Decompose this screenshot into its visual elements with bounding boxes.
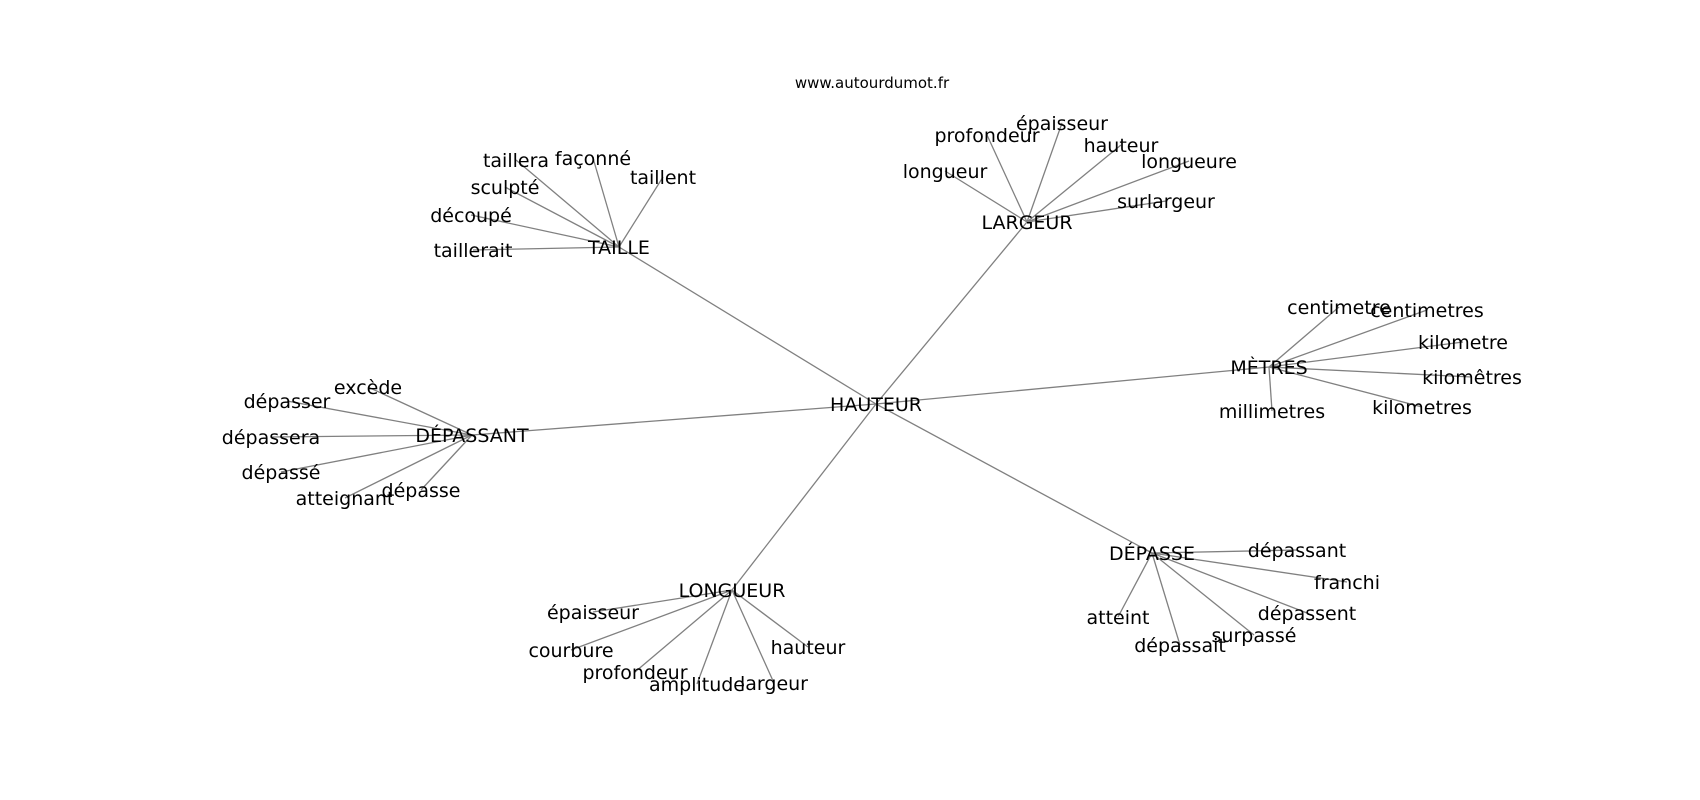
edge-cluster-to-word bbox=[1268, 366, 1473, 378]
edge-center-to-cluster bbox=[471, 403, 877, 436]
word-node[interactable]: dépassant bbox=[1248, 540, 1346, 562]
word-node[interactable]: kilomêtres bbox=[1422, 367, 1522, 389]
edge-center-to-cluster bbox=[875, 403, 1153, 554]
edge-cluster-to-word bbox=[1151, 549, 1298, 554]
edge-cluster-to-word bbox=[1117, 552, 1153, 618]
edge-cluster-to-word bbox=[420, 434, 473, 491]
edge-cluster-to-word bbox=[286, 400, 473, 436]
word-node[interactable]: millimetres bbox=[1219, 401, 1325, 423]
cluster-node[interactable]: MÈTRES bbox=[1230, 356, 1307, 379]
word-node[interactable]: courbure bbox=[528, 640, 613, 662]
edge-cluster-to-word bbox=[344, 434, 473, 499]
word-node[interactable]: centimetres bbox=[1370, 300, 1484, 322]
edge-cluster-to-word bbox=[515, 159, 620, 248]
word-node[interactable]: excède bbox=[334, 377, 402, 399]
word-node[interactable]: taillera bbox=[483, 150, 549, 172]
word-node[interactable]: dépasse bbox=[382, 480, 461, 502]
edges bbox=[270, 122, 1473, 685]
edge-cluster-to-word bbox=[1268, 309, 1428, 368]
cluster-node[interactable]: TAILLE bbox=[587, 237, 650, 259]
edge-cluster-to-word bbox=[1026, 160, 1190, 223]
edge-cluster-to-word bbox=[1151, 552, 1308, 614]
edge-cluster-to-word bbox=[1268, 341, 1464, 368]
word-node[interactable]: atteignant bbox=[296, 488, 395, 510]
word-node[interactable]: sculpté bbox=[471, 177, 540, 199]
edge-cluster-to-word bbox=[696, 589, 733, 685]
center-node[interactable]: HAUTEUR bbox=[830, 394, 922, 416]
word-node[interactable]: taillerait bbox=[434, 240, 513, 262]
word-node[interactable]: dépassé bbox=[242, 462, 321, 484]
cluster-node[interactable]: DÉPASSANT bbox=[415, 424, 529, 447]
word-node[interactable]: kilometre bbox=[1418, 332, 1508, 354]
cluster-node[interactable]: DÉPASSE bbox=[1109, 542, 1195, 565]
edge-cluster-to-word bbox=[367, 386, 473, 436]
edge-cluster-to-word bbox=[944, 170, 1028, 223]
word-node[interactable]: centimetre bbox=[1287, 297, 1391, 319]
edge-center-to-cluster bbox=[875, 366, 1270, 405]
word-node[interactable]: dépassera bbox=[222, 427, 320, 449]
word-node[interactable]: hauteur bbox=[1084, 135, 1159, 157]
edge-cluster-to-word bbox=[1151, 552, 1181, 646]
word-node[interactable]: façonné bbox=[555, 148, 631, 170]
site-url[interactable]: www.autourdumot.fr bbox=[795, 74, 950, 92]
word-node[interactable]: surlargeur bbox=[1117, 191, 1215, 213]
edge-cluster-to-word bbox=[1026, 144, 1122, 223]
word-node[interactable]: dépasser bbox=[244, 391, 331, 413]
edge-cluster-to-word bbox=[634, 589, 733, 673]
word-node[interactable]: dépassent bbox=[1258, 603, 1356, 625]
labels: www.autourdumot.fr HAUTEUR TAILLE taillera… bbox=[222, 74, 1522, 696]
edge-cluster-to-word bbox=[1268, 366, 1273, 412]
word-node[interactable]: atteint bbox=[1086, 607, 1149, 629]
word-node[interactable]: largeur bbox=[740, 673, 808, 695]
cluster-node[interactable]: LONGUEUR bbox=[679, 580, 786, 602]
edge-cluster-to-word bbox=[270, 434, 473, 438]
word-node[interactable]: dépassait bbox=[1134, 635, 1226, 657]
edge-cluster-to-word bbox=[470, 214, 620, 248]
word-node[interactable]: profondeur bbox=[582, 662, 687, 684]
edge-cluster-to-word bbox=[1026, 122, 1063, 223]
edge-cluster-to-word bbox=[1151, 552, 1255, 636]
edge-cluster-to-word bbox=[592, 589, 733, 613]
word-node[interactable]: taillent bbox=[630, 167, 696, 189]
word-node[interactable]: amplitude bbox=[649, 674, 745, 696]
word-node[interactable]: longueure bbox=[1141, 151, 1237, 173]
edge-cluster-to-word bbox=[618, 176, 664, 248]
cluster-node[interactable]: LARGEUR bbox=[981, 212, 1072, 234]
word-node[interactable]: surpassé bbox=[1212, 625, 1297, 647]
word-node[interactable]: épaisseur bbox=[1016, 113, 1108, 135]
word-node[interactable]: découpé bbox=[430, 205, 512, 227]
word-node[interactable]: profondeur bbox=[934, 125, 1039, 147]
edge-center-to-cluster bbox=[731, 403, 877, 591]
edge-cluster-to-word bbox=[472, 246, 620, 251]
edge-cluster-to-word bbox=[986, 134, 1028, 223]
word-node[interactable]: kilometres bbox=[1372, 397, 1472, 419]
edge-cluster-to-word bbox=[1268, 306, 1340, 368]
edge-center-to-cluster bbox=[618, 246, 877, 405]
edge-cluster-to-word bbox=[731, 589, 775, 684]
edge-cluster-to-word bbox=[280, 434, 473, 473]
word-node[interactable]: franchi bbox=[1314, 572, 1380, 594]
word-node[interactable]: longueur bbox=[903, 161, 988, 183]
edge-cluster-to-word bbox=[1026, 200, 1167, 223]
edge-cluster-to-word bbox=[731, 589, 809, 648]
edge-cluster-to-word bbox=[592, 157, 620, 248]
edge-center-to-cluster bbox=[875, 221, 1028, 405]
word-node[interactable]: hauteur bbox=[771, 637, 846, 659]
word-node[interactable]: épaisseur bbox=[547, 602, 639, 624]
edge-cluster-to-word bbox=[1151, 552, 1348, 583]
edge-cluster-to-word bbox=[570, 589, 733, 651]
edge-cluster-to-word bbox=[1268, 366, 1423, 408]
edge-cluster-to-word bbox=[504, 186, 620, 248]
